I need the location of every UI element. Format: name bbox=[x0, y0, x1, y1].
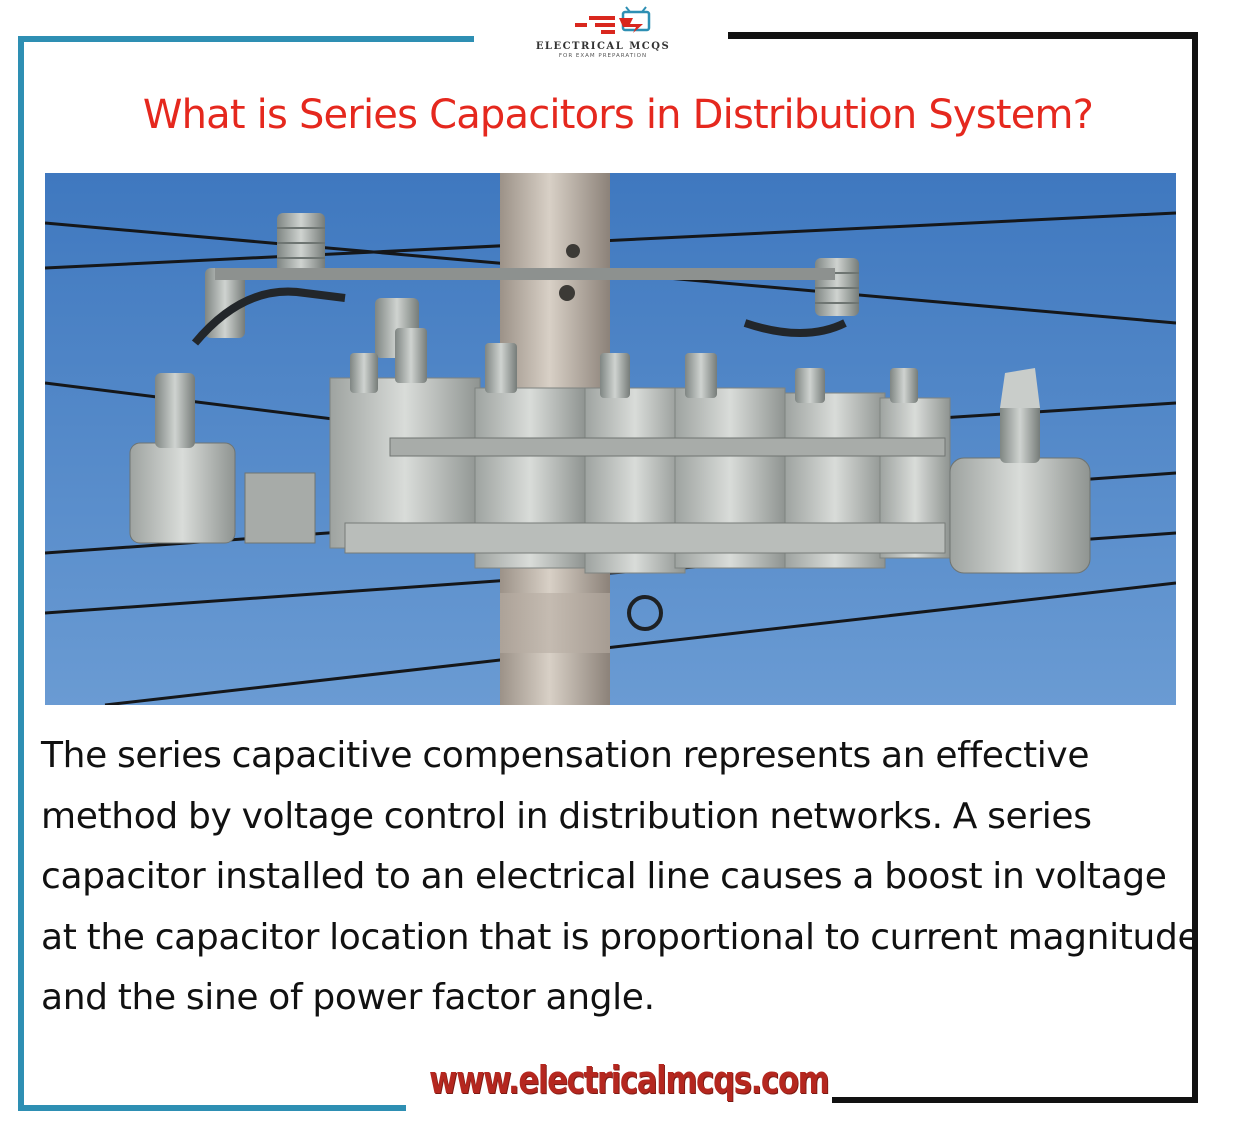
frame-right-black bbox=[1192, 32, 1198, 1103]
page-title: What is Series Capacitors in Distributio… bbox=[142, 92, 1094, 138]
frame-left-blue bbox=[18, 36, 24, 1111]
website-url: www.electricalmcqs.com bbox=[429, 1058, 830, 1102]
frame-bottom-black bbox=[832, 1097, 1198, 1103]
logo-name: ELECTRICAL MCQS bbox=[535, 41, 671, 52]
capacitor-bank-photo bbox=[45, 173, 1176, 705]
frame-top-black bbox=[728, 32, 1198, 39]
frame-bottom-blue bbox=[18, 1105, 406, 1111]
logo-tagline: FOR EXAM PREPARATION bbox=[558, 53, 648, 59]
capacitor-bank-illustration bbox=[45, 173, 1176, 705]
site-logo: ELECTRICAL MCQS FOR EXAM PREPARATION bbox=[478, 6, 728, 68]
logo-tv-icon bbox=[575, 6, 651, 34]
description-text: The series capacitive compensation repre… bbox=[41, 735, 1200, 1018]
frame-top-blue bbox=[18, 36, 474, 42]
